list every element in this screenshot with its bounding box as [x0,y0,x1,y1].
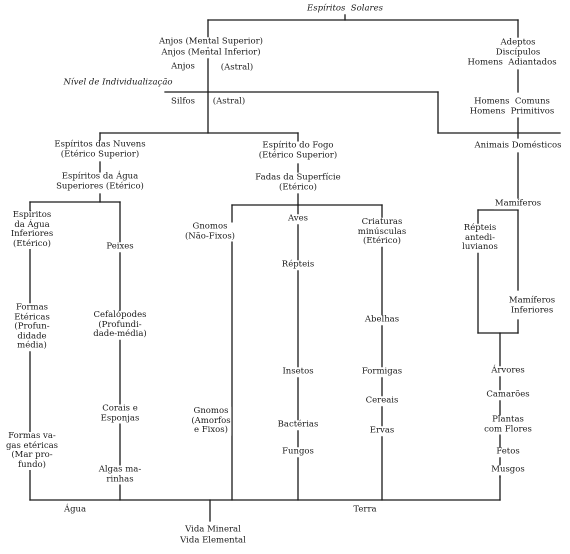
label-mamiferos: Mamíferos [493,198,543,209]
label-peixes: Peixes [105,241,135,252]
label-mamiferos-inferiores: Mamíferos Inferiores [507,295,557,316]
label-plantas-com-flores: Plantas com Flores [483,414,533,435]
label-espiritos-da-agua-inferiores: Espíritos da Água Inferiores (Etérico) [9,210,55,249]
label-arvores: Árvores [490,365,526,376]
label-gnomos-amorfos-fixos: Gnomos (Amorfos e Fixos) [190,405,232,436]
label-formas-etericas: Formas Etéricas (Profun- didade média) [13,302,51,351]
label-astral-2: (Astral) [211,96,247,107]
label-formigas: Formigas [360,366,404,377]
label-homens-primitivos: Homens Primitivos [468,106,556,117]
label-silfos: Silfos [170,96,196,107]
label-camaroes: Camarões [485,389,531,400]
label-anjos: Anjos [170,61,196,72]
label-adeptos: Adeptos [499,37,537,48]
label-espiritos-das-nuvens: Espíritos das Nuvens (Etérico Superior) [53,139,147,160]
label-vida-elemental: Vida Elemental [179,535,247,546]
label-homens-adiantados: Homens Adiantados [466,57,558,68]
label-repteis: Répteis [280,259,316,270]
label-cefalopodes: Cefalópodes (Profundi- dade-média) [92,309,148,340]
label-homens-comuns: Homens Comuns [473,96,551,107]
label-fungos: Fungos [281,446,315,457]
label-corais-e-esponjas: Corais e Esponjas [99,403,141,424]
label-bacterias: Bactérias [276,419,320,430]
label-algas-marinhas: Algas ma- rinhas [97,464,143,485]
label-fadas-da-superficie: Fadas da Superfície (Etérico) [254,172,342,193]
label-espiritos-solares: Espíritos Solares [306,3,384,14]
label-cereais: Cereais [364,395,400,406]
label-terra: Terra [352,504,378,515]
label-musgos: Musgos [490,464,526,475]
label-nivel-individualizacao: Nível de Individualização [62,77,174,88]
label-formas-vagas-etericas: Formas va- gas etéricas (Mar pro- fundo) [4,431,60,470]
label-fetos: Fetos [495,446,521,457]
label-abelhas: Abelhas [363,314,401,325]
label-criaturas-minusculas: Criaturas minúsculas (Etérico) [356,216,408,247]
label-anjos-mental-superior: Anjos (Mental Superior) [158,36,264,47]
label-aves: Aves [287,213,309,224]
label-espiritos-da-agua-superiores: Espíritos da Água Superiores (Etérico) [55,171,145,192]
label-gnomos-nao-fixos: Gnomos (Não-Fixos) [183,221,237,242]
label-repteis-antediluvianos: Répteis antedi- luvianos [461,222,499,253]
label-animais-domesticos: Animais Domésticos [473,140,563,151]
label-astral-1: (Astral) [219,62,255,73]
label-ervas: Ervas [368,425,396,436]
label-discipulos: Discípulos [494,47,542,58]
label-insetos: Insetos [281,366,315,377]
label-espirito-do-fogo: Espírito do Fogo (Etérico Superior) [257,140,339,161]
label-agua: Água [62,504,88,515]
label-vida-mineral: Vida Mineral [184,524,242,535]
label-anjos-mental-inferior: Anjos (Mental Inferior) [160,47,262,58]
